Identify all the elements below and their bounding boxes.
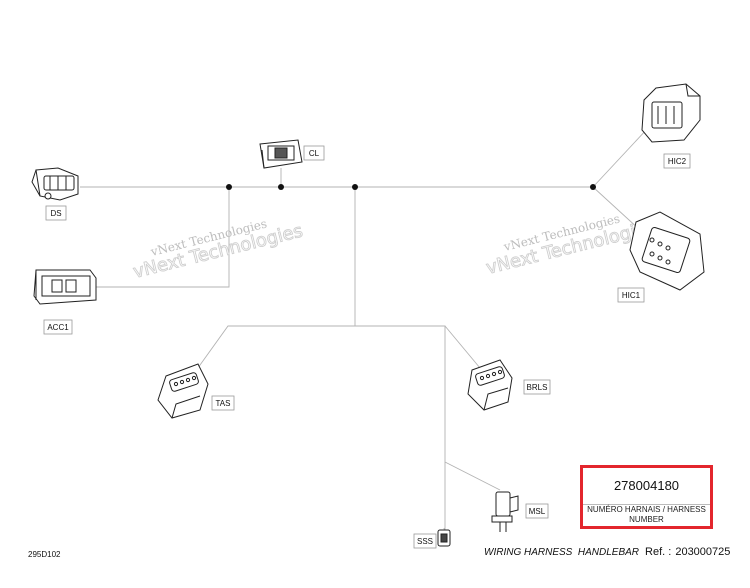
label-brls: BRLS	[523, 379, 551, 395]
tas-branch-wire	[194, 325, 355, 373]
svg-text:MSL: MSL	[529, 507, 546, 516]
junction-dots	[226, 184, 596, 190]
harness-number-caption: NUMÉRO HARNAIS / HARNESS NUMBER	[587, 505, 706, 524]
label-hic2: HIC2	[663, 153, 691, 169]
svg-text:HIC2: HIC2	[668, 157, 687, 166]
label-cl: CL	[303, 145, 325, 161]
connector-brls-icon	[467, 359, 513, 411]
svg-text:BRLS: BRLS	[527, 383, 548, 392]
svg-text:TAS: TAS	[216, 399, 231, 408]
footer-ref-label: Ref. :	[645, 546, 672, 558]
svg-text:SSS: SSS	[417, 537, 433, 546]
svg-text:DS: DS	[50, 209, 61, 218]
hic2-branch-wire	[592, 127, 649, 188]
msl-branch-wire	[444, 461, 501, 491]
diagram-code: 295D102	[28, 550, 61, 559]
lower-branch-wire	[355, 325, 446, 540]
connector-hic1-icon	[629, 211, 705, 291]
harness-number: 278004180	[583, 468, 710, 505]
label-hic1: HIC1	[617, 287, 645, 303]
footer-title-block: WIRING HARNESS HANDLEBAR Ref. :203000725	[484, 546, 730, 558]
junction-dot	[226, 184, 232, 190]
svg-text:CL: CL	[309, 149, 320, 158]
label-acc1: ACC1	[43, 319, 73, 335]
label-sss: SSS	[413, 533, 437, 549]
connector-msl-icon	[491, 491, 519, 532]
connector-hic2-icon	[641, 83, 701, 143]
footer-title: WIRING HARNESS HANDLEBAR	[484, 547, 640, 558]
connector-tas-icon	[157, 363, 209, 419]
svg-text:ACC1: ACC1	[47, 323, 69, 332]
label-tas: TAS	[211, 395, 235, 411]
junction-dot	[590, 184, 596, 190]
label-ds: DS	[45, 205, 67, 221]
acc1-branch-wire	[95, 187, 230, 288]
connector-ds-icon	[31, 167, 79, 201]
junction-dot	[352, 184, 358, 190]
svg-text:HIC1: HIC1	[622, 291, 641, 300]
footer-ref-number: 203000725	[675, 546, 731, 558]
harness-number-box: 278004180 NUMÉRO HARNAIS / HARNESS NUMBE…	[580, 465, 713, 529]
connector-cl-icon	[259, 139, 303, 169]
hic1-branch-wire	[592, 186, 641, 231]
wire-lines	[80, 127, 649, 540]
connector-acc1-icon	[33, 269, 97, 305]
watermark-left: vNext Technologies vNext Technologies	[131, 216, 306, 283]
brls-branch-wire	[444, 325, 481, 369]
label-msl: MSL	[525, 503, 549, 519]
junction-dot	[278, 184, 284, 190]
connector-sss-icon	[437, 529, 451, 547]
